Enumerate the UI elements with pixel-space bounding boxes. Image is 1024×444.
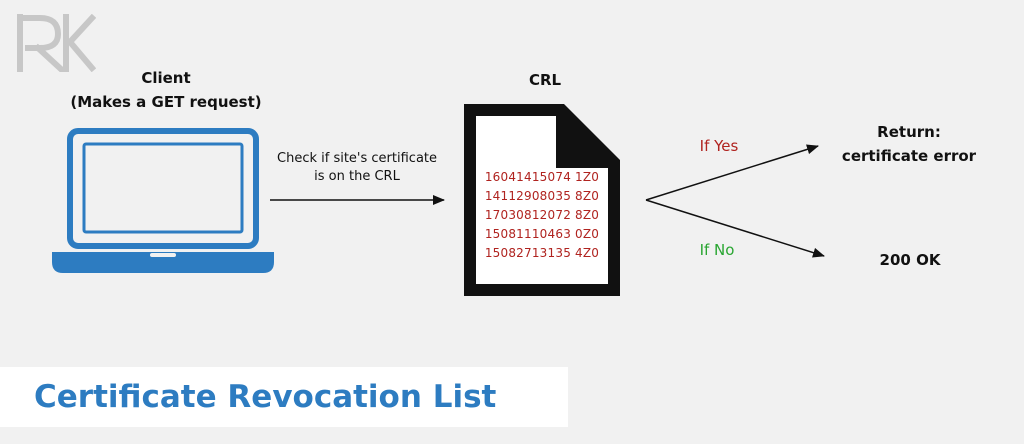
title-banner: Certificate Revocation List xyxy=(0,367,568,427)
revoked-serial: 14112908035 8Z0 xyxy=(484,189,600,203)
arrow-if-yes xyxy=(645,144,819,201)
revoked-serial: 16041415074 1Z0 xyxy=(484,170,600,184)
banner-title: Certificate Revocation List xyxy=(34,379,497,415)
client-title: Client xyxy=(141,69,191,87)
document-icon xyxy=(464,104,620,296)
check-instruction-line: Check if site's certificate xyxy=(277,151,437,166)
revoked-serial: 17030812072 8Z0 xyxy=(484,208,600,222)
revoked-serial-list: 16041415074 1Z0 14112908035 8Z0 17030812… xyxy=(474,168,610,263)
ok-status-label: 200 OK xyxy=(879,251,941,269)
laptop-icon xyxy=(52,128,274,273)
certificate-error-label: certificate error xyxy=(841,147,977,165)
if-yes-label: If Yes xyxy=(699,137,739,155)
check-instruction-line: is on the CRL xyxy=(314,169,400,184)
if-no-label: If No xyxy=(699,241,735,259)
revoked-serial: 15081110463 0Z0 xyxy=(484,227,600,241)
crl-title: CRL xyxy=(528,71,562,89)
return-label: Return: xyxy=(877,123,941,141)
client-subtitle: (Makes a GET request) xyxy=(70,93,262,111)
revoked-serial: 15082713135 4Z0 xyxy=(484,246,600,260)
rk-logo-icon xyxy=(17,14,96,72)
arrow-if-no xyxy=(645,199,825,258)
